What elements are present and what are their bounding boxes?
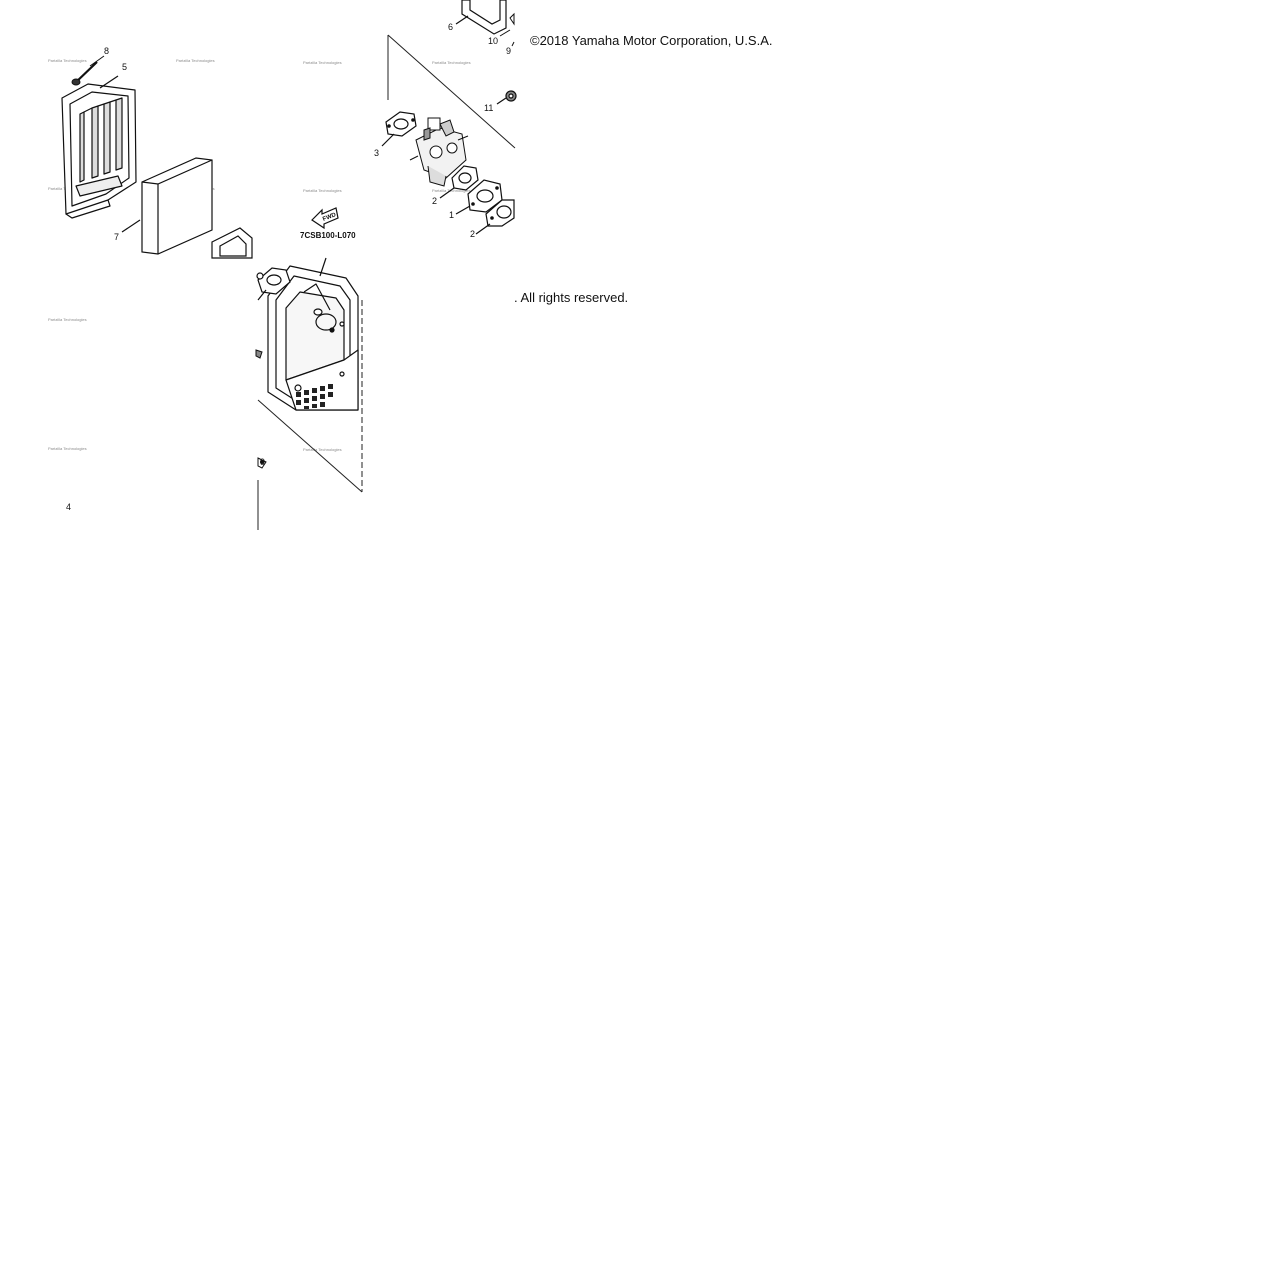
callout-7: 7 [114, 232, 119, 242]
part-clip [499, 12, 515, 47]
part-gasket [256, 267, 291, 301]
boundary-lines [257, 34, 516, 530]
callout-5: 5 [122, 62, 127, 72]
part-gasket [381, 111, 417, 147]
reference-code: 7CSB100-L070 [300, 231, 356, 240]
watermark: Partzilla Technologies [48, 317, 87, 322]
part-air-cleaner-case [267, 257, 359, 411]
exploded-parts-diagram: Partzilla Technologies Partzilla Technol… [0, 0, 780, 530]
boundary-line [257, 399, 363, 493]
part-gasket [455, 0, 507, 35]
callout-1: 1 [449, 210, 454, 220]
watermark: Partzilla Technologies [48, 446, 87, 451]
callout-3: 3 [374, 148, 379, 158]
part-nut [496, 90, 517, 105]
part-bolt [71, 55, 105, 86]
watermark: Partzilla Technologies [303, 447, 342, 452]
boundary-line [387, 34, 516, 149]
callout-2: 2 [470, 229, 475, 239]
part-air-cleaner-cover [61, 75, 137, 219]
watermark: Partzilla Technologies [432, 60, 471, 65]
watermark: Partzilla Technologies [48, 58, 87, 63]
callout-9: 9 [260, 457, 265, 467]
callouts: 8 5 7 6 10 9 11 3 2 1 2 9 4 7CSB100-L070 [66, 22, 511, 512]
part-carburetor [409, 117, 469, 187]
fwd-arrow-icon: FWD [311, 207, 339, 230]
part-air-element [121, 157, 213, 255]
callout-6: 6 [448, 22, 453, 32]
fwd-label: FWD [322, 212, 338, 223]
callout-10: 10 [488, 36, 498, 46]
watermark: Partzilla Technologies [176, 58, 215, 63]
callout-9: 9 [506, 46, 511, 56]
vent-holes [296, 384, 333, 409]
watermark: Partzilla Technologies [303, 188, 342, 193]
diagram-drawing: Partzilla Technologies Partzilla Technol… [48, 0, 517, 530]
callout-11: 11 [484, 103, 493, 113]
part-gasket [211, 227, 253, 259]
copyright-text: ©2018 Yamaha Motor Corporation, U.S.A. [530, 33, 773, 48]
watermark: Partzilla Technologies [303, 60, 342, 65]
part-gasket [439, 165, 479, 199]
part-screw [255, 349, 267, 469]
rights-text: . All rights reserved. [514, 290, 629, 305]
callout-4: 4 [66, 502, 71, 512]
part-insulator [455, 179, 503, 215]
callout-8: 8 [104, 46, 109, 56]
callout-2: 2 [432, 196, 437, 206]
part-gasket [475, 199, 515, 235]
